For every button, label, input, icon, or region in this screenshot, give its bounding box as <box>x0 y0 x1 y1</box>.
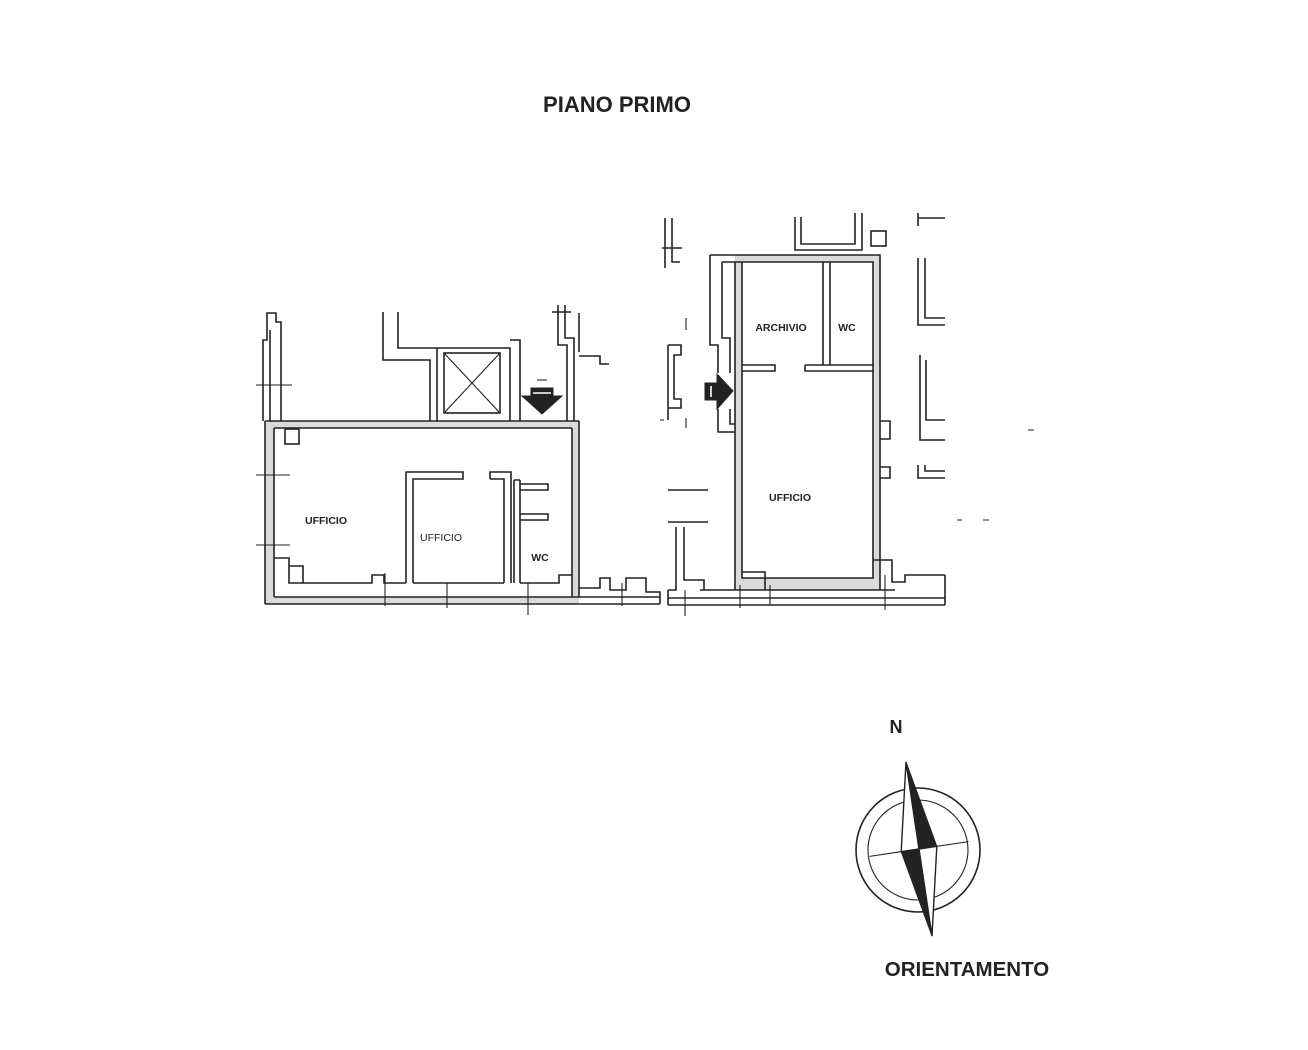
room-label-ufficio-middle: UFFICIO <box>420 532 462 544</box>
adjacent-walls-west <box>662 218 708 523</box>
room-label-wc-west: WC <box>531 552 549 564</box>
stair-core-walls <box>382 305 609 421</box>
stray-marks <box>660 419 1034 521</box>
right-unit-partitions <box>742 262 873 372</box>
compass-caption: ORIENTAMENTO <box>885 958 1049 981</box>
adjacent-walls-east <box>794 213 945 479</box>
left-unit-upper-pier <box>262 312 282 421</box>
entrance-arrow-right-shape <box>704 372 734 411</box>
right-unit: ARCHIVIO WC UFFICIO <box>660 213 1034 616</box>
left-unit-inner-wall-face <box>274 557 572 584</box>
elevator-shaft-icon <box>443 352 501 414</box>
left-unit-wall-poche <box>265 421 579 604</box>
room-label-ufficio-east: UFFICIO <box>769 492 811 504</box>
compass-needle-assembly <box>869 761 969 937</box>
right-unit-entrance-pier <box>709 255 735 433</box>
wc-partitions <box>513 479 549 583</box>
left-unit-grid-ticks <box>256 384 623 615</box>
compass-needle-south-light <box>918 845 938 937</box>
left-unit-corner-column <box>284 428 300 445</box>
left-unit-outer-walls <box>264 420 661 605</box>
left-unit: UFFICIO UFFICIO WC <box>256 305 661 615</box>
compass-north-label: N <box>890 717 903 737</box>
entrance-arrow-down-shape <box>520 387 564 415</box>
compass-outer-ring <box>855 787 981 913</box>
entrance-arrow-right-icon <box>704 372 734 411</box>
right-unit-corner-column <box>870 230 887 247</box>
entrance-arrow-down-icon <box>520 379 564 415</box>
elevator-shaft-cross <box>443 352 501 414</box>
middle-office-walls <box>405 471 512 583</box>
right-unit-base-walls <box>667 527 946 606</box>
room-label-archivio: ARCHIVIO <box>755 322 806 334</box>
room-label-wc-east: WC <box>838 322 856 334</box>
right-unit-outer-walls <box>700 254 895 591</box>
page-title: PIANO PRIMO <box>543 92 691 117</box>
elevator-shaft-outline <box>443 352 501 414</box>
compass-rose-icon <box>855 761 981 937</box>
right-unit-grid-ticks <box>684 318 886 616</box>
right-unit-wall-poche <box>735 255 880 590</box>
room-label-ufficio-west: UFFICIO <box>305 515 347 527</box>
